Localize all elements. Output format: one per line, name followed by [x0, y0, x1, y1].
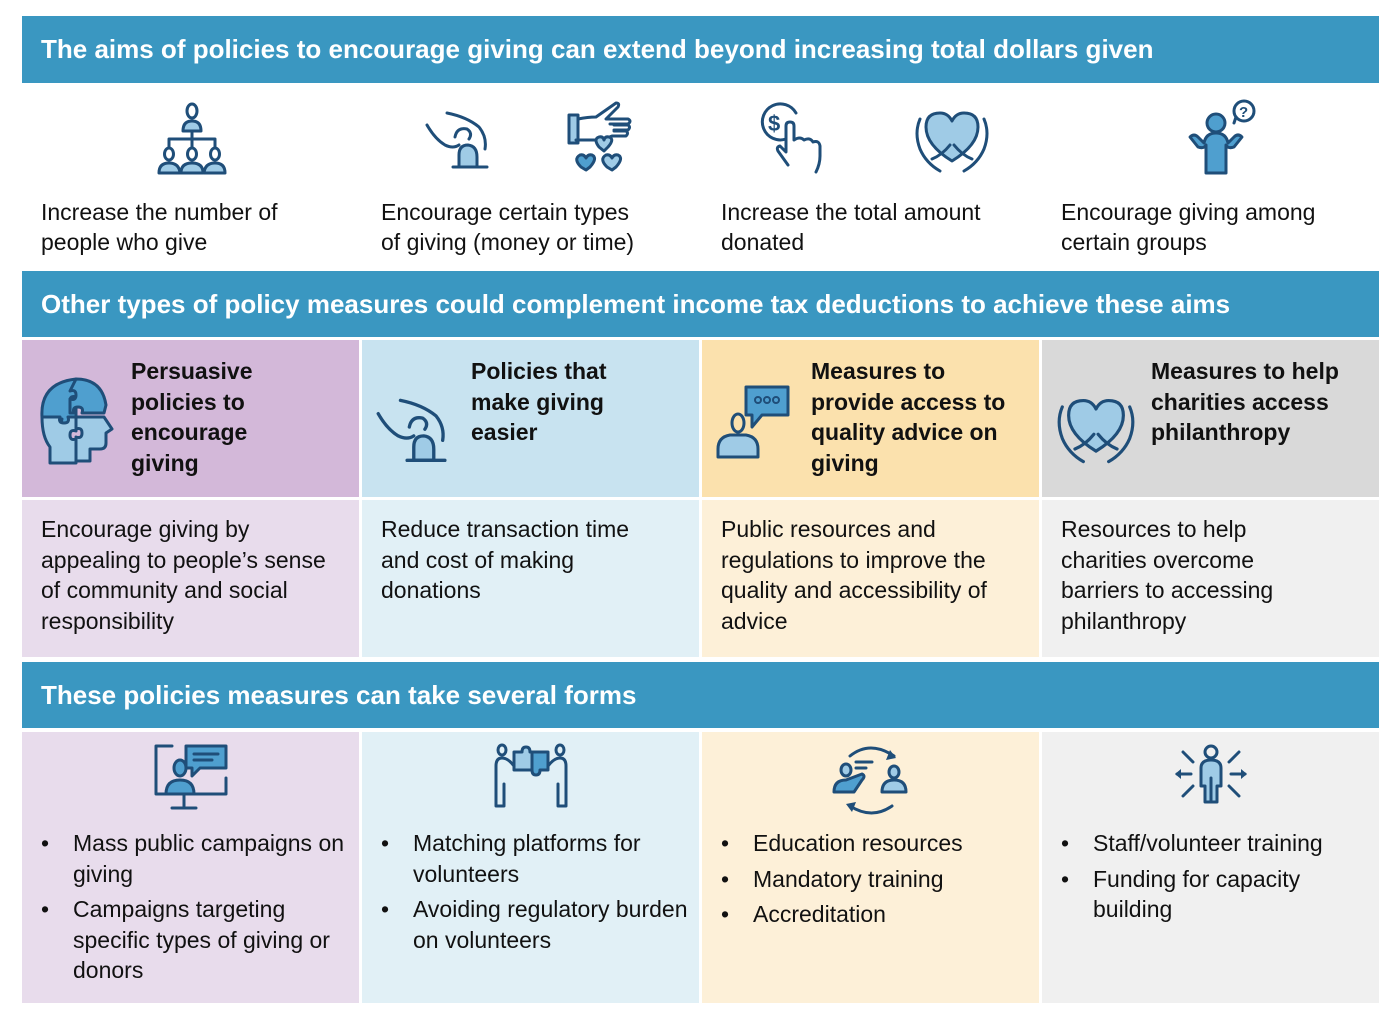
forms-easier: Matching platforms for volunteers Avoidi… — [362, 732, 699, 1003]
measure-charities-header: Measures to help charities access philan… — [1042, 340, 1379, 497]
measure-description-text: Encourage giving by appealing to people’… — [41, 516, 326, 634]
forms-advice: Education resources Mandatory training A… — [702, 732, 1039, 1003]
aim-label-line2: of giving (money or time) — [381, 229, 635, 255]
form-item: Mass public campaigns on giving — [41, 828, 353, 889]
aim-label-line2: certain groups — [1061, 229, 1207, 255]
aim-label-line1: Increase the total amount — [721, 199, 981, 225]
measure-description-text: Public resources and regulations to impr… — [721, 516, 987, 634]
form-item: Funding for capacity building — [1061, 864, 1373, 925]
hand-giving-icon — [425, 111, 488, 169]
measure-easier-header: Policies that make giving easier — [362, 340, 699, 497]
hands-heart-icon — [1057, 399, 1135, 464]
forms-banner-text: These policies measures can take several… — [41, 679, 637, 710]
measure-persuasive-header: Persuasive policies to encourage giving — [22, 340, 359, 497]
aims-banner: The aims of policies to encourage giving… — [22, 16, 1379, 83]
aim-label-line1: Encourage giving among — [1061, 199, 1316, 225]
measure-advice-description: Public resources and regulations to impr… — [702, 500, 1039, 657]
org-chart-people-icon — [157, 102, 226, 175]
people-puzzle-icon — [494, 743, 567, 808]
dollar-click-icon: $ — [760, 102, 821, 174]
forms-list: Mass public campaigns on giving Campaign… — [41, 828, 353, 991]
form-item: Matching platforms for volunteers — [381, 828, 693, 889]
forms-persuasive: Mass public campaigns on giving Campaign… — [22, 732, 359, 1003]
measure-title: Measures to help charities access philan… — [1151, 358, 1339, 445]
aim-increase-people: Increase the number of people who give — [22, 83, 361, 268]
measure-description-text: Reduce transaction time and cost of maki… — [381, 516, 630, 603]
form-item: Avoiding regulatory burden on volunteers — [381, 894, 693, 955]
forms-list: Staff/volunteer training Funding for cap… — [1061, 828, 1373, 930]
forms-list: Matching platforms for volunteers Avoidi… — [381, 828, 693, 960]
aim-encourage-types: Encourage certain types of giving (money … — [362, 83, 701, 268]
measure-title: Policies that make giving easier — [471, 358, 607, 445]
form-item: Education resources — [721, 828, 1033, 859]
svg-text:$: $ — [768, 111, 780, 136]
measure-title: Persuasive policies to encourage giving — [131, 358, 253, 476]
measure-easier-description: Reduce transaction time and cost of maki… — [362, 500, 699, 657]
measures-banner-text: Other types of policy measures could com… — [41, 288, 1231, 319]
aims-banner-text: The aims of policies to encourage giving… — [41, 34, 1154, 64]
aim-label-line1: Increase the number of — [41, 199, 278, 225]
measure-persuasive-description: Encourage giving by appealing to people’… — [22, 500, 359, 657]
form-item: Campaigns targeting specific types of gi… — [41, 894, 353, 986]
measure-charities-description: Resources to help charities overcome bar… — [1042, 500, 1379, 657]
form-item: Accreditation — [721, 899, 1033, 930]
video-presentation-icon — [154, 744, 227, 810]
hand-giving-icon — [376, 398, 447, 463]
form-item: Mandatory training — [721, 864, 1033, 895]
measure-advice-header: Measures to provide access to quality ad… — [702, 340, 1039, 497]
measures-header-row: Persuasive policies to encourage giving … — [22, 340, 1379, 497]
person-arrows-icon — [1174, 744, 1247, 804]
forms-list: Education resources Mandatory training A… — [721, 828, 1033, 935]
teaching-cycle-icon — [832, 746, 907, 815]
forms-banner: These policies measures can take several… — [22, 662, 1379, 728]
person-chat-icon — [716, 385, 790, 459]
aim-label-line2: people who give — [41, 229, 208, 255]
measures-description-row: Encourage giving by appealing to people’… — [22, 500, 1379, 657]
measures-banner: Other types of policy measures could com… — [22, 271, 1379, 337]
person-question-icon: ? — [1188, 99, 1256, 175]
aim-certain-groups: ? Encourage giving among certain groups — [1042, 83, 1381, 268]
aim-label-line2: donated — [721, 229, 805, 255]
measure-title: Measures to provide access to quality ad… — [811, 358, 1006, 476]
form-item: Staff/volunteer training — [1061, 828, 1373, 859]
measure-description-text: Resources to help charities overcome bar… — [1061, 516, 1274, 634]
puzzle-head-icon — [40, 377, 114, 465]
hand-hearts-icon — [567, 101, 631, 172]
aim-increase-amount: $ Increase the total amount donated — [702, 83, 1041, 268]
forms-charities: Staff/volunteer training Funding for cap… — [1042, 732, 1379, 1003]
svg-text:?: ? — [1239, 104, 1248, 121]
forms-row: Mass public campaigns on giving Campaign… — [22, 732, 1379, 1003]
aim-label-line1: Encourage certain types — [381, 199, 630, 225]
hands-heart-icon — [915, 111, 988, 173]
aims-row: Increase the number of people who give En… — [22, 83, 1379, 268]
